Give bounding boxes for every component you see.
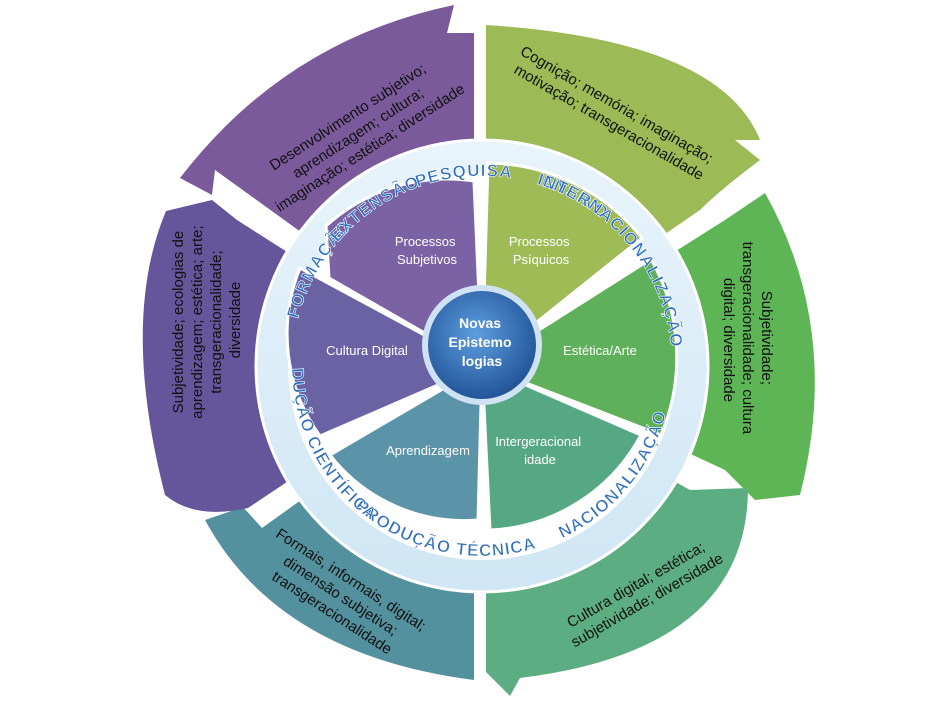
sector-label-processos-subjetivos: Processos Subjetivos: [395, 234, 459, 267]
arrow-text-line: digital; diversidade: [720, 278, 737, 402]
center-label: Novas Epistemo logias: [449, 315, 516, 369]
sector-label-aprendizagem: Aprendizagem: [386, 443, 470, 458]
sector-label-line: idade: [524, 452, 556, 467]
arrow-text-line: transgeracionalidade; cultura: [739, 242, 756, 435]
sector-aprendizagem: [327, 363, 484, 523]
sector-estetica-arte: [478, 256, 679, 437]
center-label-line: logias: [462, 353, 503, 369]
sector-label-line: Processos: [509, 234, 570, 249]
arrow-text-line: diversidade: [227, 282, 244, 359]
arrow-text-line: aprendizagem; estética; arte;: [189, 225, 206, 418]
arrow-text-line: Subjetividade; ecologias de: [170, 231, 187, 414]
sector-label-cultura-digital: Cultura Digital: [326, 343, 408, 358]
center-label-line: Epistemo: [449, 334, 512, 350]
sector-label-processos-psiquicos: Processos Psíquicos: [509, 234, 573, 267]
center-circle: [428, 291, 536, 399]
sector-label-line: Subjetivos: [397, 252, 457, 267]
sector-label-line: Intergeracional: [495, 434, 581, 449]
center-label-line: Novas: [459, 315, 501, 331]
sector-cultura-digital: [285, 265, 486, 438]
sector-label-estetica-arte: Estética/Arte: [563, 343, 637, 358]
sector-label-intergeracionalidade: Intergeracional idade: [495, 434, 585, 467]
sector-labels: Processos Subjetivos Processos Psíquicos…: [326, 234, 637, 467]
arrow-text-line: transgeracionalidade;: [208, 250, 225, 393]
arrow-text-line: Subjetividade;: [758, 291, 775, 385]
sector-label-line: Psíquicos: [513, 252, 570, 267]
sector-label-line: Processos: [395, 234, 456, 249]
arrow-text-left: Subjetividade; ecologias de aprendizagem…: [170, 221, 244, 419]
arrow-text-right: Subjetividade; transgeracionalidade; cul…: [720, 242, 775, 439]
inner-sectors: [285, 161, 679, 532]
sector-intergeracionalidade: [480, 363, 644, 532]
